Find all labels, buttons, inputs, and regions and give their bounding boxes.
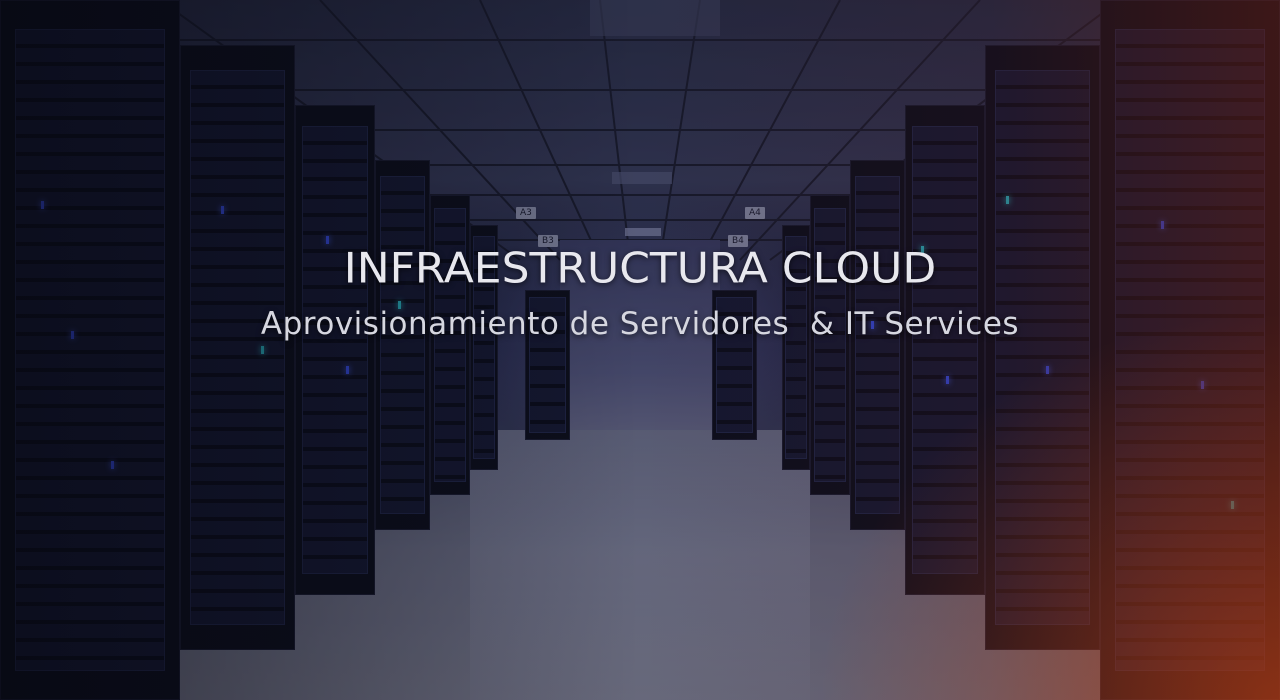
hero-subtitle: Aprovisionamiento de Servidores & IT Ser… [260,306,1020,342]
aisle-tag: A4 [745,207,765,219]
left-shade [0,0,640,700]
server-rack [712,290,757,440]
aisle-tag: B4 [728,235,748,247]
hero-title: INFRAESTRUCTURA CLOUD [343,244,937,293]
corner-glow [780,280,1280,700]
